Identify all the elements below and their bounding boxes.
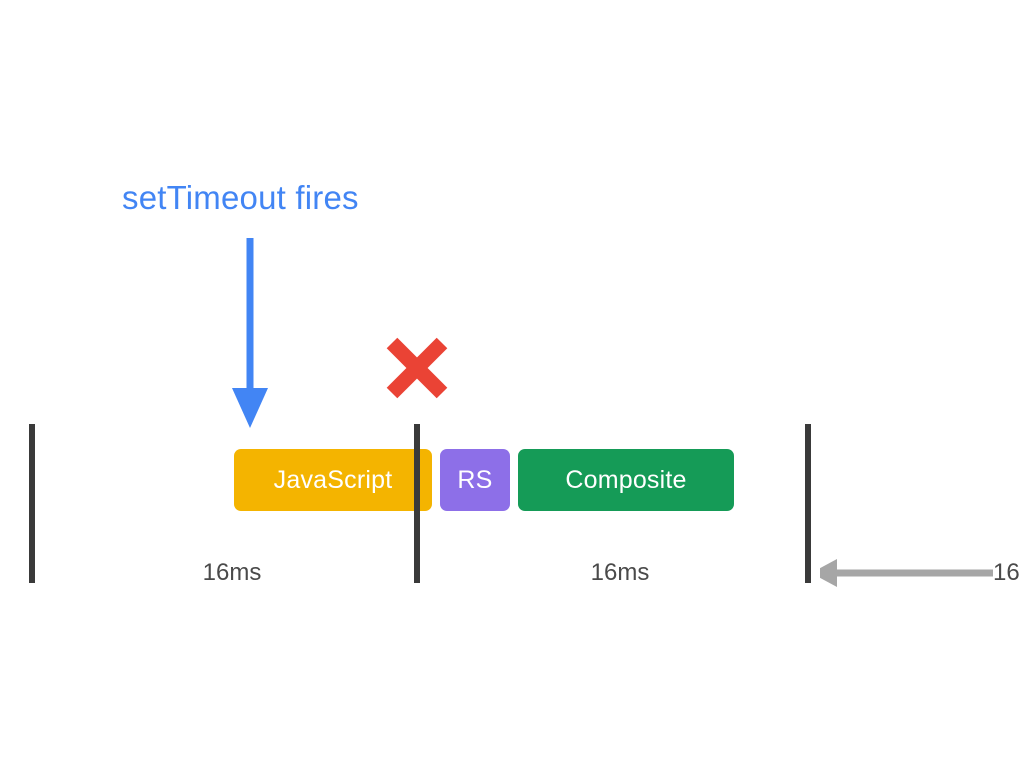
interval-label-2: 16ms xyxy=(420,556,820,590)
interval-label-3: 16 xyxy=(993,556,1024,590)
frame-boundary-tick-3 xyxy=(805,424,811,583)
interval-duration-text: 16ms xyxy=(590,559,650,586)
interval-duration-text: 16 xyxy=(993,559,1020,586)
task-bar-composite[interactable]: Composite xyxy=(518,449,734,511)
down-arrow-icon xyxy=(228,236,272,430)
frame-boundary-tick-2 xyxy=(414,424,420,583)
task-bar-label: RS xyxy=(457,466,493,494)
task-bar-label: JavaScript xyxy=(273,466,393,494)
interval-duration-text: 16ms xyxy=(202,559,262,586)
task-bar-label: Composite xyxy=(565,466,687,494)
interval-label-1: 16ms xyxy=(35,556,429,590)
red-x-icon xyxy=(383,334,451,402)
task-bar-javascript[interactable]: JavaScript xyxy=(234,449,432,511)
task-bar-recalc-style[interactable]: RS xyxy=(440,449,510,511)
settimeout-annotation-label: setTimeout fires xyxy=(122,179,359,216)
interval-arrow-3 xyxy=(811,556,1024,590)
frame-boundary-tick-1 xyxy=(29,424,35,583)
